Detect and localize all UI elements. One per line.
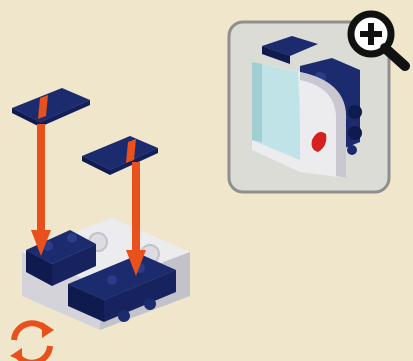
- floating-plate-left: [12, 88, 90, 127]
- assembly-step: [12, 88, 190, 330]
- floating-plate-right: [82, 136, 158, 175]
- callout-panel[interactable]: [229, 14, 405, 192]
- drop-arrow-left: [31, 124, 51, 256]
- rotate-arrows-icon[interactable]: [10, 322, 54, 361]
